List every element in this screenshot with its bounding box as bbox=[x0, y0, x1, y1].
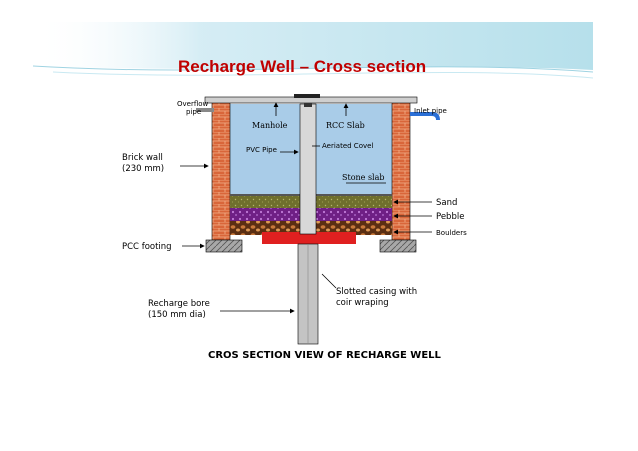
overflow-pipe-label-2: pipe bbox=[186, 108, 201, 116]
overflow-pipe-label-1: Overflow bbox=[177, 100, 209, 108]
header-decoration bbox=[33, 22, 593, 79]
overflow-pipe bbox=[196, 108, 214, 112]
brick-wall-left bbox=[211, 101, 231, 241]
inlet-pipe-label: Inlet pipe bbox=[414, 107, 447, 115]
brick-wall-label-1: Brick wall bbox=[122, 153, 163, 163]
brick-wall-label-2: (230 mm) bbox=[122, 164, 164, 174]
manhole-label: Manhole bbox=[252, 121, 288, 130]
pvc-pipe bbox=[299, 103, 317, 235]
pebble-label: Pebble bbox=[436, 212, 464, 222]
aeriated-covel-cap bbox=[304, 103, 312, 107]
pcc-footing-left bbox=[205, 239, 243, 253]
manhole-cover bbox=[294, 94, 320, 98]
aeriated-covel-label: Aeriated Covel bbox=[322, 142, 373, 150]
slide: Recharge Well – Cross section bbox=[33, 22, 593, 430]
recharge-bore-label-1: Recharge bore bbox=[148, 299, 210, 309]
well-structure bbox=[196, 94, 440, 345]
slotted-casing-label-2: coir wraping bbox=[336, 298, 389, 308]
rcc-slab-label: RCC Slab bbox=[326, 121, 365, 130]
slide-title: Recharge Well – Cross section bbox=[178, 57, 427, 76]
slotted-casing-label-1: Slotted casing with bbox=[336, 287, 417, 297]
pcc-footing-right bbox=[379, 239, 417, 253]
inlet-pipe bbox=[410, 112, 440, 121]
aeriated-covel-base bbox=[262, 232, 356, 244]
brick-wall-right bbox=[391, 101, 411, 241]
pcc-footing-label: PCC footing bbox=[122, 242, 172, 252]
leader-lines bbox=[180, 102, 432, 314]
stone-slab-label: Stone slab bbox=[342, 173, 385, 182]
diagram-caption: CROS SECTION VIEW OF RECHARGE WELL bbox=[208, 350, 442, 361]
sand-label: Sand bbox=[436, 198, 457, 208]
recharge-bore-label-2: (150 mm dia) bbox=[148, 310, 206, 320]
boulders-label: Boulders bbox=[436, 229, 467, 237]
pvc-pipe-label: PVC Pipe bbox=[246, 146, 277, 154]
